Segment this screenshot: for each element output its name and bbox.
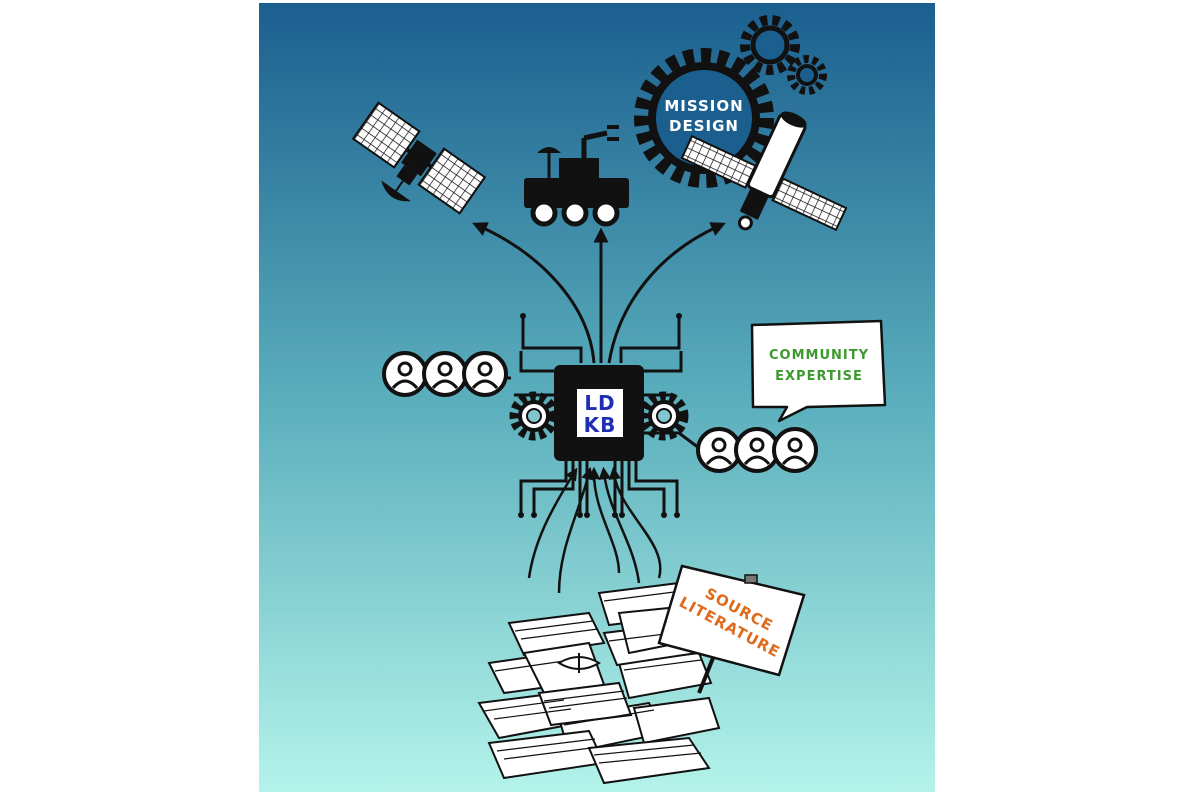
- people-icon-right: [696, 427, 818, 473]
- small-gear: [787, 55, 827, 95]
- community-label-line2: EXPERTISE: [775, 369, 863, 384]
- diagram-panel: MISSION DESIGN: [259, 3, 935, 792]
- community-label-line1: COMMUNITY: [769, 348, 869, 363]
- pin-ends: [518, 313, 682, 518]
- ldkb-hub: LD KB: [554, 365, 644, 461]
- rover-icon: [524, 125, 629, 227]
- ldkb-diagram: MISSION DESIGN: [259, 3, 935, 792]
- community-expertise-bubble: COMMUNITY EXPERTISE: [750, 319, 887, 423]
- hub-label-line1: LD: [584, 391, 615, 415]
- mission-label-line2: DESIGN: [669, 117, 739, 135]
- source-literature-sign: SOURCE LITERATURE: [657, 564, 806, 694]
- input-arrows: [527, 466, 662, 594]
- space-telescope-icon: [680, 111, 848, 232]
- gears-icon: MISSION DESIGN: [634, 15, 827, 188]
- satellite-icon: [351, 101, 487, 215]
- people-icon-left: [382, 351, 508, 397]
- books-icon: [477, 581, 721, 785]
- hub-label-line2: KB: [584, 413, 617, 437]
- mission-label-line1: MISSION: [664, 97, 743, 115]
- large-gear: [634, 48, 774, 188]
- output-arrows: [472, 222, 726, 364]
- medium-gear: [740, 15, 800, 75]
